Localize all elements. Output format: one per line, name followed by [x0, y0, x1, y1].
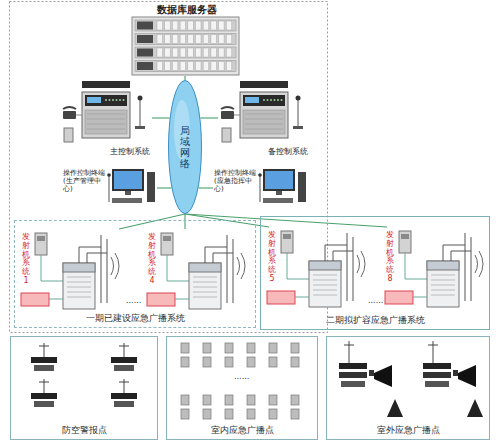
transmitter-system-art: [265, 227, 369, 311]
node-label: 室外应急广播点: [327, 425, 489, 437]
node-label: 操作控制终端(应急指挥中心): [214, 169, 258, 193]
transmitter-system: 发射机系统1: [19, 229, 123, 313]
control-system: 主控制系统: [60, 78, 152, 158]
control-system: 备控制系统: [218, 78, 310, 158]
transmitter-system: 发射机系统5: [265, 227, 369, 311]
broadcast-site: 室内应急广播点: [166, 336, 318, 440]
network-link: [200, 117, 218, 118]
node-label: 局域网络: [180, 125, 190, 169]
node-label: 发射机系统1: [22, 233, 30, 286]
dotted-region: [10, 2, 328, 333]
operator-terminal: 操作控制终端(应急指挥中心): [213, 166, 308, 210]
ellipsis-label: ......: [234, 372, 249, 381]
transmitter-system-art: [383, 227, 487, 311]
broadcast-site: 室外应急广播点: [326, 336, 490, 440]
database-server: 数据库服务器: [128, 2, 246, 76]
broadcast-site: 防空警报点: [10, 336, 158, 440]
network-link: [119, 214, 185, 229]
node-label: 发射机系统8: [386, 231, 394, 284]
node-label: 操作控制终端(生产管理中心): [63, 169, 107, 193]
ellipsis-label: ......: [368, 296, 383, 305]
transmitter-system-art: [19, 229, 123, 313]
control-system-art: [60, 78, 152, 158]
transmitter-system-art: [145, 229, 249, 313]
phase-group: 一期已建设应急广播系统 发射机系统1 发射机系统4: [14, 220, 256, 328]
network-cloud: 局域网络: [168, 80, 202, 214]
node-label: 二期拟扩容应急广播系统: [261, 315, 489, 327]
transmitter-system: 发射机系统4: [145, 229, 249, 313]
ellipsis-label: ......: [126, 296, 141, 305]
phase-group: 二期拟扩容应急广播系统 发射机系统5 发射机系统8: [260, 216, 490, 330]
network-link: [184, 214, 185, 229]
network-link: [198, 187, 213, 188]
node-label: 主控制系统: [110, 147, 150, 157]
operator-terminal: 操作控制终端(生产管理中心): [62, 166, 157, 210]
network-link: [184, 76, 185, 80]
control-system-art: [218, 78, 310, 158]
network-link: [152, 117, 170, 118]
transmitter-system: 发射机系统8: [383, 227, 487, 311]
node-label: 一期已建设应急广播系统: [15, 313, 255, 325]
node-label: 防空警报点: [11, 425, 157, 437]
node-label: 室内应急广播点: [167, 425, 317, 437]
node-label: 发射机系统4: [148, 233, 156, 286]
node-label: 数据库服务器: [128, 3, 246, 17]
node-label: 发射机系统5: [268, 231, 276, 284]
network-link: [157, 187, 172, 188]
node-label: 备控制系统: [268, 147, 308, 157]
